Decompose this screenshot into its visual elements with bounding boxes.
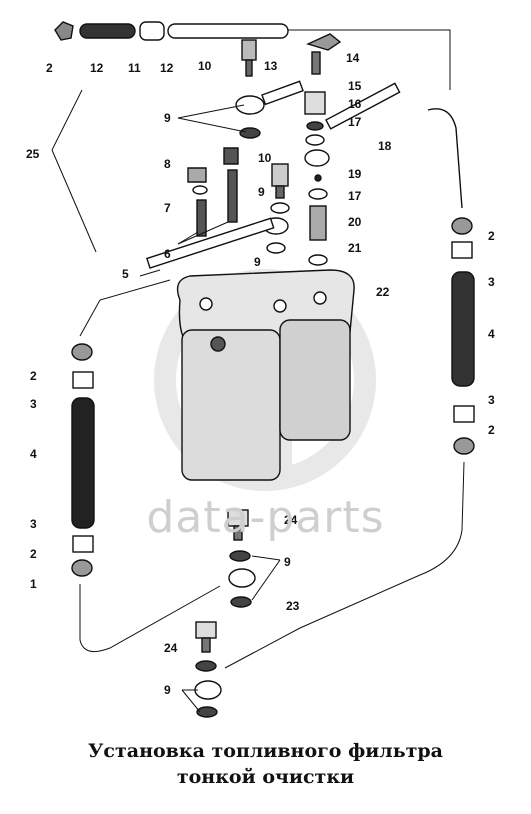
callout-label: 18 <box>378 139 392 153</box>
callout-label: 19 <box>348 167 362 181</box>
left-hose-assembly <box>71 279 221 653</box>
callout-label: 14 <box>346 51 360 65</box>
callout-label: 23 <box>286 599 300 613</box>
callout-label: 3 <box>488 393 495 407</box>
callout-label: 11 <box>128 61 141 75</box>
callout-label: 13 <box>264 59 278 73</box>
callout-label: 2 <box>30 369 37 383</box>
callout-label: 2 <box>488 229 495 243</box>
fittings-stack <box>187 33 401 266</box>
caption-line-1: Установка топливного фильтра <box>88 740 443 762</box>
callout-label: 12 <box>160 61 174 75</box>
right-hose-assembly <box>224 108 475 669</box>
callout-label: 2 <box>46 61 53 75</box>
callout-label: 9 <box>258 185 265 199</box>
callout-label: 9 <box>284 555 291 569</box>
callout-label: 9 <box>164 683 171 697</box>
callout-label: 15 <box>348 79 362 93</box>
leader-lines <box>51 89 281 713</box>
callout-label: 5 <box>122 267 129 281</box>
callout-label: 4 <box>488 327 495 341</box>
diagram-caption: Установка топливного фильтра тонкой очис… <box>0 738 531 790</box>
callout-label: 9 <box>164 111 171 125</box>
callout-label: 10 <box>198 59 212 73</box>
callout-label: 12 <box>90 61 104 75</box>
callout-label: 20 <box>348 215 362 229</box>
callout-label: 9 <box>254 255 261 269</box>
callout-label: 4 <box>30 447 37 461</box>
top-hose-assembly <box>54 21 451 90</box>
callout-label: 10 <box>258 151 272 165</box>
callout-label: 2 <box>30 547 37 561</box>
callout-label: 6 <box>164 247 171 261</box>
fuel-tube-5 <box>146 217 275 269</box>
callout-label: 8 <box>164 157 171 171</box>
callout-label: 3 <box>30 397 37 411</box>
callout-label: 2 <box>488 423 495 437</box>
callout-label: 1 <box>30 577 37 591</box>
callout-label: 3 <box>488 275 495 289</box>
watermark-text: data-parts <box>146 492 385 543</box>
callout-label: 16 <box>348 97 362 111</box>
callout-label: 24 <box>284 513 298 527</box>
callout-label: 17 <box>348 115 362 129</box>
callout-label: 22 <box>376 285 390 299</box>
filter-housing <box>176 269 355 481</box>
callout-label: 24 <box>164 641 178 655</box>
part-callouts: 2 12 11 12 10 13 14 9 15 16 17 25 8 10 1… <box>26 51 495 697</box>
lower-fittings <box>194 509 256 718</box>
callout-label: 21 <box>348 241 362 255</box>
caption-line-2: тонкой очистки <box>176 766 355 788</box>
callout-label: 3 <box>30 517 37 531</box>
callout-label: 17 <box>348 189 362 203</box>
callout-label: 25 <box>26 147 40 161</box>
callout-label: 7 <box>164 201 171 215</box>
